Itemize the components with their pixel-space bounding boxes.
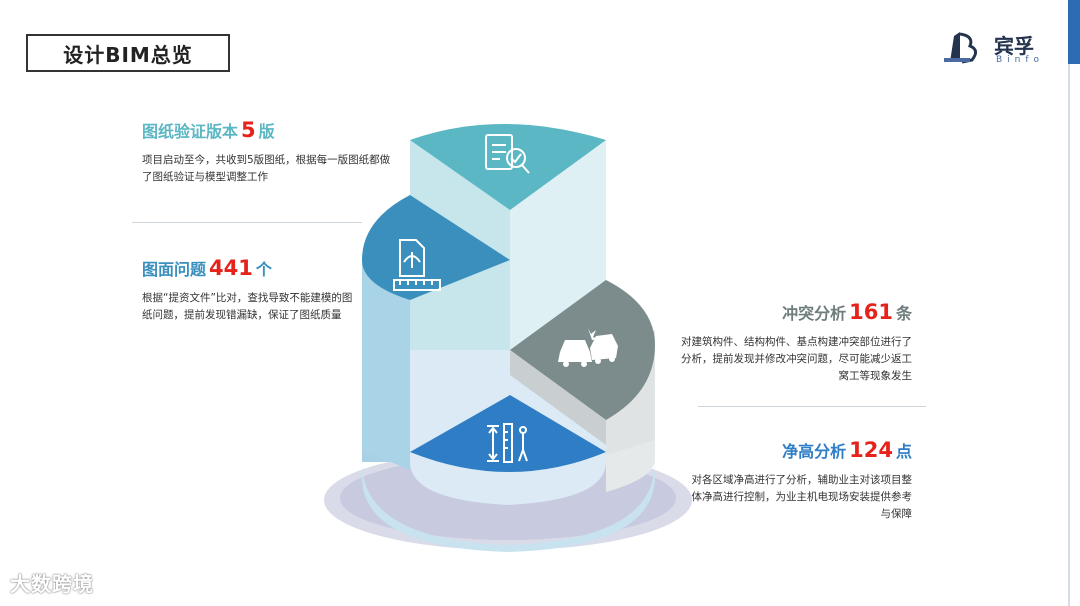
stat-unit: 个 (255, 260, 272, 279)
brand-name-cn: 宾孚 (994, 34, 1034, 58)
binfo-mark-icon (944, 32, 977, 64)
wedge-drawing-versions (410, 124, 606, 210)
page-title: 设计BIM总览 (26, 34, 230, 72)
stat-description: 对各区域净高进行了分析，辅助业主对该项目整体净高进行控制，为业主机电现场安装提供… (691, 474, 913, 520)
brand-name-en: Binfo (996, 55, 1045, 65)
stat-label: 冲突分析 (782, 304, 847, 323)
edge-divider (1068, 64, 1070, 606)
stat-unit: 版 (258, 122, 275, 141)
wedge-clash-side (510, 350, 606, 445)
stat-label: 图纸验证版本 (142, 122, 239, 141)
stat-unit: 点 (895, 442, 912, 461)
stat-value: 441 (209, 256, 253, 280)
brand-logo: 宾孚 Binfo (940, 28, 1050, 70)
wedge-clearance (410, 395, 606, 472)
stat-label: 图面问题 (142, 260, 207, 279)
blueprint-drafting-icon (393, 239, 441, 291)
edge-accent-bar (1068, 0, 1080, 64)
stat-value: 124 (849, 438, 893, 462)
divider (698, 406, 926, 407)
document-check-icon (485, 134, 530, 174)
stat-description: 项目启动至今，共收到5版图纸，根据每一版图纸都做了图纸验证与模型调整工作 (142, 154, 391, 183)
car-collision-icon (558, 328, 618, 367)
stat-unit: 条 (895, 304, 912, 323)
stat-label: 净高分析 (782, 442, 847, 461)
height-measure-icon (487, 423, 528, 463)
stat-description: 根据“提资文件”比对，查找导致不能建模的图纸问题，提前发现错漏缺，保证了图纸质量 (142, 292, 353, 321)
divider (132, 222, 362, 223)
watermark: 大数跨境 (10, 572, 94, 596)
stat-value: 161 (849, 300, 893, 324)
cylinder-middle-left-body (362, 258, 410, 470)
stat-description: 对建筑构件、结构构件、基点构建冲突部位进行了分析，提前发现并修改冲突问题，尽可能… (681, 336, 912, 382)
stat-value: 5 (241, 118, 256, 142)
